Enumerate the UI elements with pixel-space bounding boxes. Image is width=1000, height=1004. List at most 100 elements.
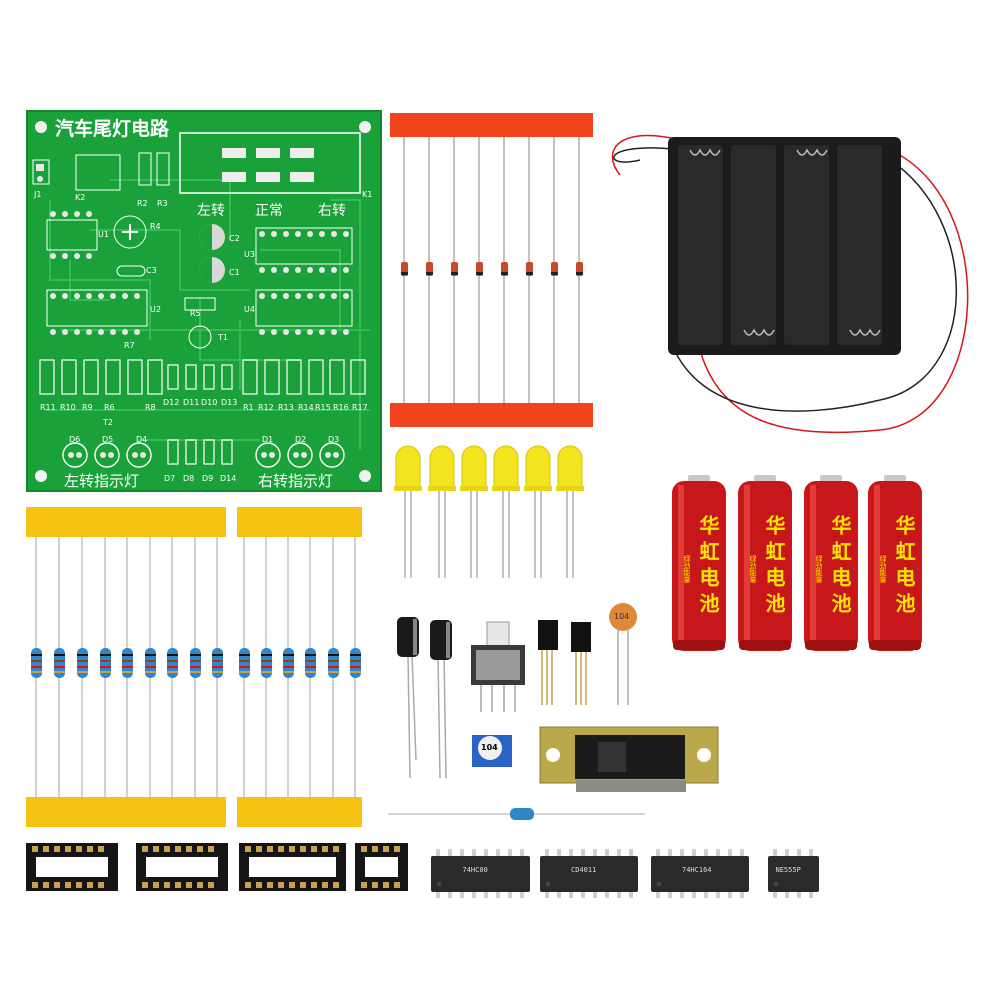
ic-socket-pin [267,882,273,888]
diode-band [576,272,583,275]
ic-pin [668,891,672,898]
ic-pin [785,849,789,856]
ic-pin1-dot [656,881,662,887]
ic-socket-pin [197,846,203,852]
ic-socket-pin [311,846,317,852]
led-rim [394,486,422,491]
pcb-ref-label: R8 [145,403,156,412]
ic-pin [593,849,597,856]
pcb-ref-label: R9 [82,403,93,412]
resistor-band [167,671,178,673]
resistor-icon [77,648,88,678]
ic-pin [581,891,585,898]
led-icon [394,445,584,578]
ic-pin1-dot [773,881,779,887]
ic-pin [680,849,684,856]
ic-pin [656,849,660,856]
resistor-band [122,666,133,668]
battery-brand: 华虹电池 [696,515,720,619]
ic-socket-pin [208,882,214,888]
pcb-ref-label: U1 [98,230,109,239]
ceramic-capacitor-icon [609,603,637,705]
battery-highlight [678,485,684,645]
ic-pin [508,891,512,898]
diode-band [401,272,408,275]
ic-socket-pin [32,846,38,852]
resistor-band [145,660,156,662]
pcb-ref-label: R11 [40,403,56,412]
resistor-icon [54,648,65,678]
resistor-band [261,660,272,662]
resistor-band [261,671,272,673]
resistor-band [190,671,201,673]
ic-socket-pin [98,846,104,852]
ic-pin [520,849,524,856]
ic-socket-pin [372,846,378,852]
ic-pin [716,891,720,898]
ic-pin [581,849,585,856]
transistor-icon [538,620,591,705]
resistor-band [77,660,88,662]
pcb-ref-label: R10 [60,403,76,412]
ic-socket-pin [142,846,148,852]
ic-socket-pin [164,882,170,888]
resistor-band [145,671,156,673]
resistor-band [77,666,88,668]
ic-socket-pin [197,882,203,888]
resistor-band [212,666,223,668]
battery-sub: 绿劲能量 [815,555,823,583]
ic-pin [545,849,549,856]
resistor-band [239,666,250,668]
ic-pin [773,849,777,856]
resistor-band [31,654,42,656]
pcb-ref-label: U4 [244,305,255,314]
diode-band [451,272,458,275]
resistor-icon [122,648,133,678]
ic-socket-pin [76,846,82,852]
ic-pin [545,891,549,898]
pcb-ref-label: D10 [201,398,218,407]
ic-pin [448,849,452,856]
ic-socket-pin [322,882,328,888]
ic-label: NE555P [775,866,801,874]
battery-base [869,640,921,650]
ic-socket-icon [26,843,408,891]
ic-socket-pin [361,882,367,888]
pcb-ref-label: C2 [229,234,240,243]
potentiometer-icon [472,735,512,767]
ic-socket-pin [256,882,262,888]
ic-socket-pin [87,846,93,852]
resistor-band [350,671,361,673]
battery-icon [738,481,792,651]
resistor-band [305,666,316,668]
ic-socket-pin [175,882,181,888]
ic-socket-window [146,857,218,877]
ic-pin1-dot [436,881,442,887]
resistor-band [100,671,111,673]
led-body [395,445,421,491]
pcb-ref-label: R13 [278,403,294,412]
resistor-band [261,654,272,656]
resistor-band [328,654,339,656]
resistor-band [328,666,339,668]
ic-pin [704,891,708,898]
ic-socket-pin [322,846,328,852]
ic-pin [472,849,476,856]
pcb-ref-label: D5 [102,435,114,444]
led-body [461,445,487,491]
ic-socket-pin [245,882,251,888]
pcb-ref-label: R1 [243,403,254,412]
ic-socket-pin [300,846,306,852]
ic-label: 74HC00 [462,866,488,874]
resistor-icon [100,648,111,678]
pcb-ref-label: R3 [157,199,168,208]
battery-sub: 绿劲能量 [879,555,887,583]
ic-socket-pin [76,882,82,888]
ic-socket-pin [278,882,284,888]
ic-socket-pin [32,882,38,888]
ic-socket-pin [394,846,400,852]
diode-strip [390,113,593,427]
ic-pin [629,891,633,898]
pcb-ref-label: C1 [229,268,240,277]
resistor-icon [328,648,339,678]
